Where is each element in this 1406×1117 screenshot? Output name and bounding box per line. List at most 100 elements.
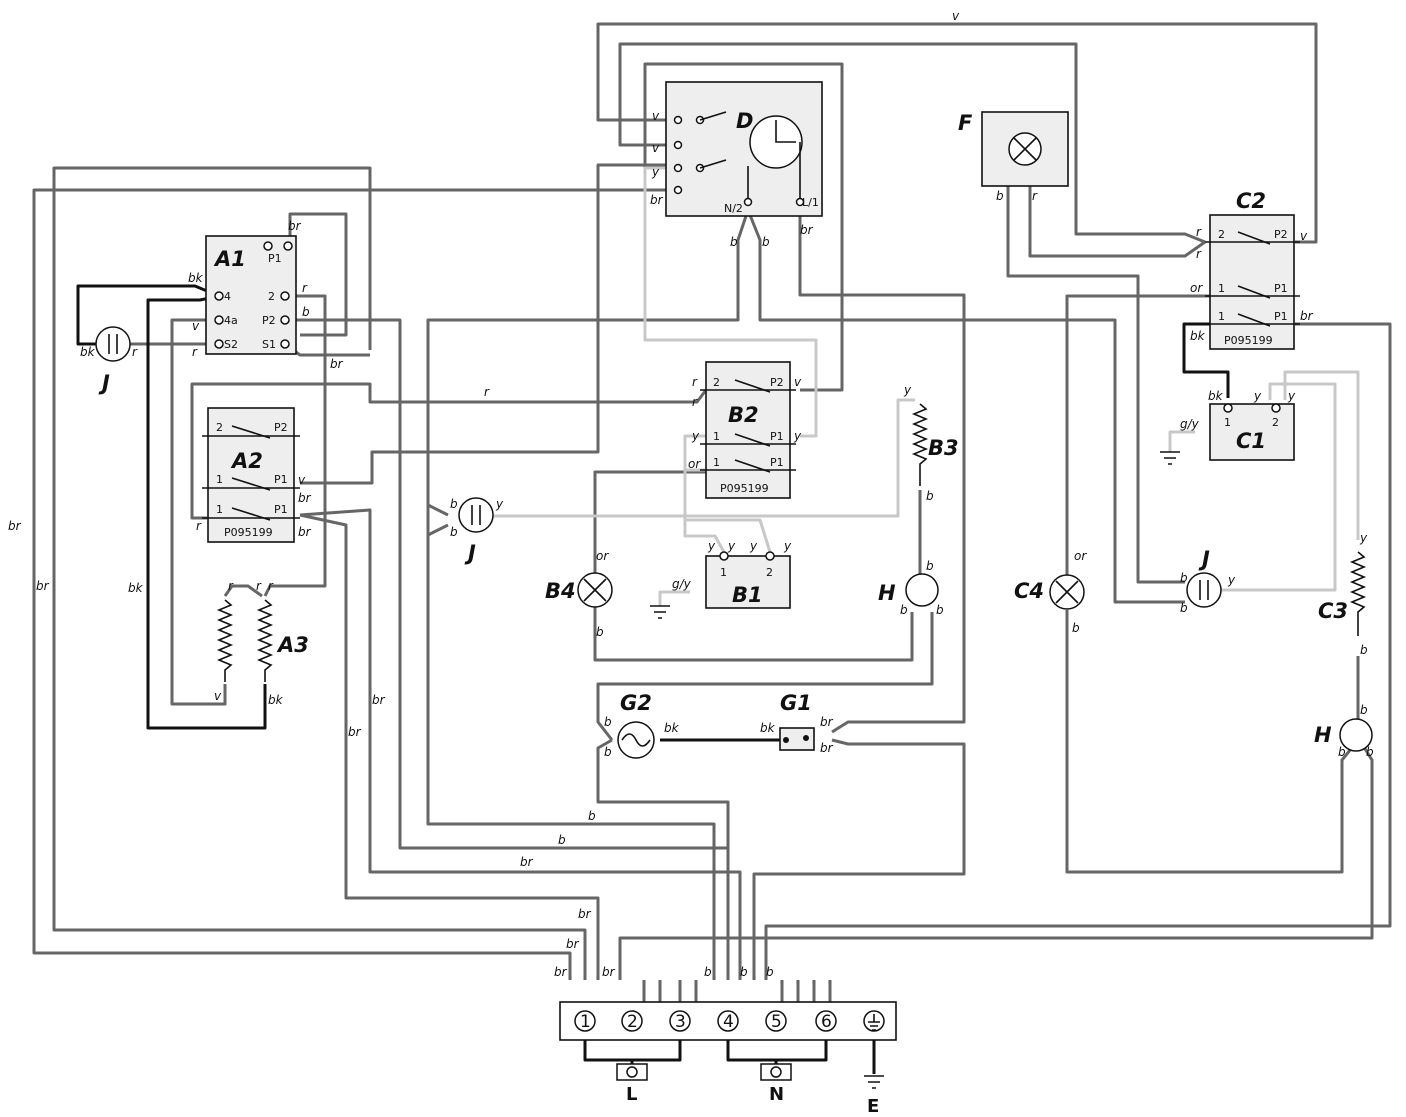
component-D [665,81,823,217]
wire-code: br [298,525,312,539]
component-labels: A1 A2 A3 B1 B2 B3 B4 C1 C2 C3 C4 D F G1 … [98,109,1348,747]
wire-code: r [192,345,198,359]
label-B2: B2 [728,403,759,427]
wire-code: r [196,519,202,533]
wire-code: y [903,383,912,397]
capacitor-J-mid [458,497,494,533]
wire-code: y [793,429,802,443]
wire-code: r [1196,247,1202,261]
wire-code: b [762,235,770,249]
wire-code: br [566,937,580,951]
label-H-mid: H [878,581,896,605]
capacitor-J-right [1186,572,1222,608]
wire-code: y [1287,389,1296,403]
wire-code: bk [80,345,96,359]
wire-code: v [652,141,660,155]
wire-code: br [520,855,534,869]
component-C2 [1205,214,1300,350]
wire-code: g/y [1180,417,1200,431]
wire-code: bk [1208,389,1224,403]
pin-label: 4a [224,314,238,327]
capacitor-J-left [95,326,131,362]
wire-code: v [1300,229,1308,243]
pin-label: 1 [216,503,223,516]
wire-code: br [288,219,302,233]
wire-code: b [1180,601,1188,615]
pin-label: S1 [262,338,276,351]
wire-code: b [1366,745,1374,759]
wire-code: y [495,497,504,511]
pin-label: 2 [766,566,773,579]
pin-label: 2 [1218,228,1225,241]
wire-code: b [704,965,712,979]
wire-code: br [602,965,616,979]
wire-code: y [783,539,792,553]
component-A1 [205,235,297,355]
wire-code: br [8,519,22,533]
wire-code: b [926,489,934,503]
wire-code: b [900,603,908,617]
pin-label: P1 [770,430,784,443]
pin-label: P1 [1274,282,1288,295]
wire-code: br [800,223,814,237]
component-A2 [202,407,300,543]
wire-code: b [604,715,612,729]
wire-code: v [794,375,802,389]
ground-symbols [650,451,1180,1089]
wire-code: bk [128,581,144,595]
wire-code: y [1359,531,1368,545]
fan-C4 [1049,574,1085,610]
label-N: N [769,1084,784,1105]
wire-code: v [952,9,960,23]
wire-code: b [596,625,604,639]
pin-label: P1 [274,503,288,516]
wire-code: b [450,525,458,539]
terminal-5: 5 [771,1012,782,1032]
pin-label: P2 [770,376,784,389]
pin-label: N/2 [724,202,743,215]
wire-code: br [330,357,344,371]
terminal-1: 1 [580,1012,591,1032]
component-B1 [705,551,791,609]
pin-label: 2 [713,376,720,389]
label-J-left: J [98,371,110,395]
wire-code: r [268,579,274,593]
wire-code: v [192,319,200,333]
wire-code: br [820,715,834,729]
wire-code: br [650,193,664,207]
wire-code: b [1360,643,1368,657]
pin-label: 1 [713,456,720,469]
wire-code: b [1072,621,1080,635]
pin-label: 1 [1218,282,1225,295]
pin-label: 2 [216,421,223,434]
label-J-right: J [1198,547,1210,571]
wire-code: b [740,965,748,979]
label-D: D [736,109,753,133]
wire-code: br [1300,309,1314,323]
pin-label: 1 [1224,416,1231,429]
pin-label: P1 [274,473,288,486]
label-C1: C1 [1236,429,1266,453]
pin-label: 4 [224,290,231,303]
component-B2 [700,361,796,499]
terminal-4: 4 [723,1012,734,1032]
part-number-C2: P095199 [1224,334,1273,347]
wire-code: br [348,725,362,739]
wire-code: b [996,189,1004,203]
component-F [981,111,1069,187]
wire-code: r [692,375,698,389]
wire-code: r [1196,225,1202,239]
wire-code: y [707,539,716,553]
pin-label: S2 [224,338,238,351]
label-C3: C3 [1318,599,1348,623]
wire-code: bk [760,721,776,735]
wire-code: g/y [672,577,692,591]
pin-label: P2 [274,421,288,434]
wire-color-codes: v v v y br b b br b r r r v or br bk bk … [8,9,1374,979]
label-A1: A1 [213,247,246,271]
wire-code: b [558,833,566,847]
label-F: F [958,111,973,135]
lamp-H-right [1339,718,1373,752]
